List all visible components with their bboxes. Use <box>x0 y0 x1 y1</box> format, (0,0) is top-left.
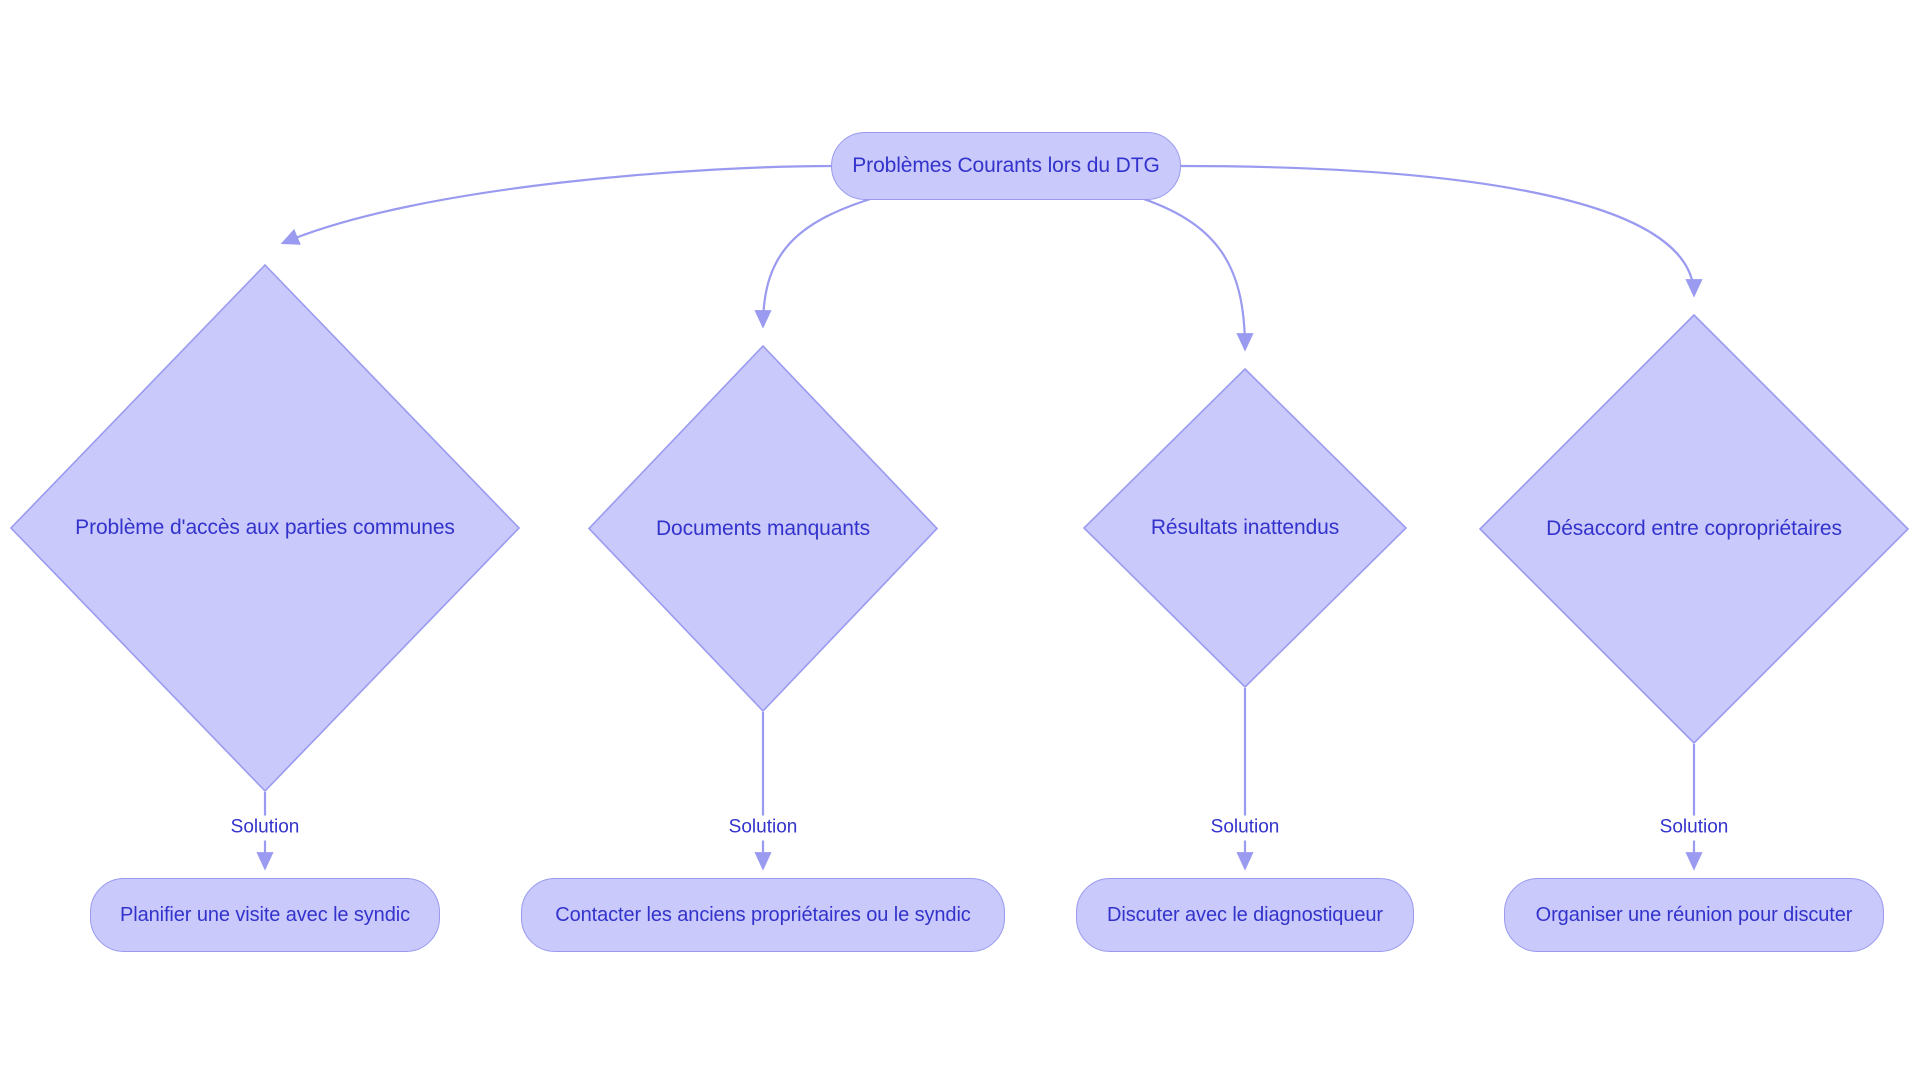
node-resultats-inattendus[interactable]: Résultats inattendus <box>1083 368 1407 688</box>
edge-root-to-resultats-inattendus <box>1134 194 1254 352</box>
node-documents-manquants[interactable]: Documents manquants <box>588 345 938 712</box>
edge-label-solution-3: Solution <box>1203 815 1287 841</box>
node-solution-planifier-visite-label: Planifier une visite avec le syndic <box>120 903 410 926</box>
node-desaccord-coproprietaires-label: Désaccord entre copropriétaires <box>1546 517 1842 540</box>
node-probleme-acces-label: Problème d'accès aux parties communes <box>75 516 455 539</box>
node-probleme-acces[interactable]: Problème d'accès aux parties communes <box>10 264 520 792</box>
node-root-label: Problèmes Courants lors du DTG <box>852 154 1160 177</box>
node-resultats-inattendus-label: Résultats inattendus <box>1150 516 1340 539</box>
node-solution-contacter-anciens-proprietaires-label: Contacter les anciens propriétaires ou l… <box>555 903 971 926</box>
edge-label-solution-4: Solution <box>1652 815 1736 841</box>
diamond-shape-icon <box>10 264 520 792</box>
node-solution-organiser-reunion-label: Organiser une réunion pour discuter <box>1535 903 1853 926</box>
node-desaccord-coproprietaires[interactable]: Désaccord entre copropriétaires <box>1479 314 1909 744</box>
node-documents-manquants-label: Documents manquants <box>655 516 871 540</box>
node-solution-organiser-reunion[interactable]: Organiser une réunion pour discuter <box>1504 878 1884 952</box>
node-solution-contacter-anciens-proprietaires[interactable]: Contacter les anciens propriétaires ou l… <box>521 878 1005 952</box>
edge-label-solution-2: Solution <box>721 815 805 841</box>
diamond-shape-icon <box>1083 368 1407 688</box>
edge-root-to-desaccord-coproprietaires <box>1179 164 1703 298</box>
node-solution-discuter-diagnostiqueur[interactable]: Discuter avec le diagnostiqueur <box>1076 878 1414 952</box>
diamond-shape-icon <box>1479 314 1909 744</box>
node-root[interactable]: Problèmes Courants lors du DTG <box>831 132 1181 200</box>
node-solution-discuter-diagnostiqueur-label: Discuter avec le diagnostiqueur <box>1107 903 1383 926</box>
edge-root-to-documents-manquants <box>754 194 881 329</box>
diamond-shape-icon <box>588 345 938 712</box>
edge-root-to-probleme-acces <box>280 164 834 245</box>
node-solution-planifier-visite[interactable]: Planifier une visite avec le syndic <box>90 878 440 952</box>
edge-label-solution-1: Solution <box>223 815 307 841</box>
